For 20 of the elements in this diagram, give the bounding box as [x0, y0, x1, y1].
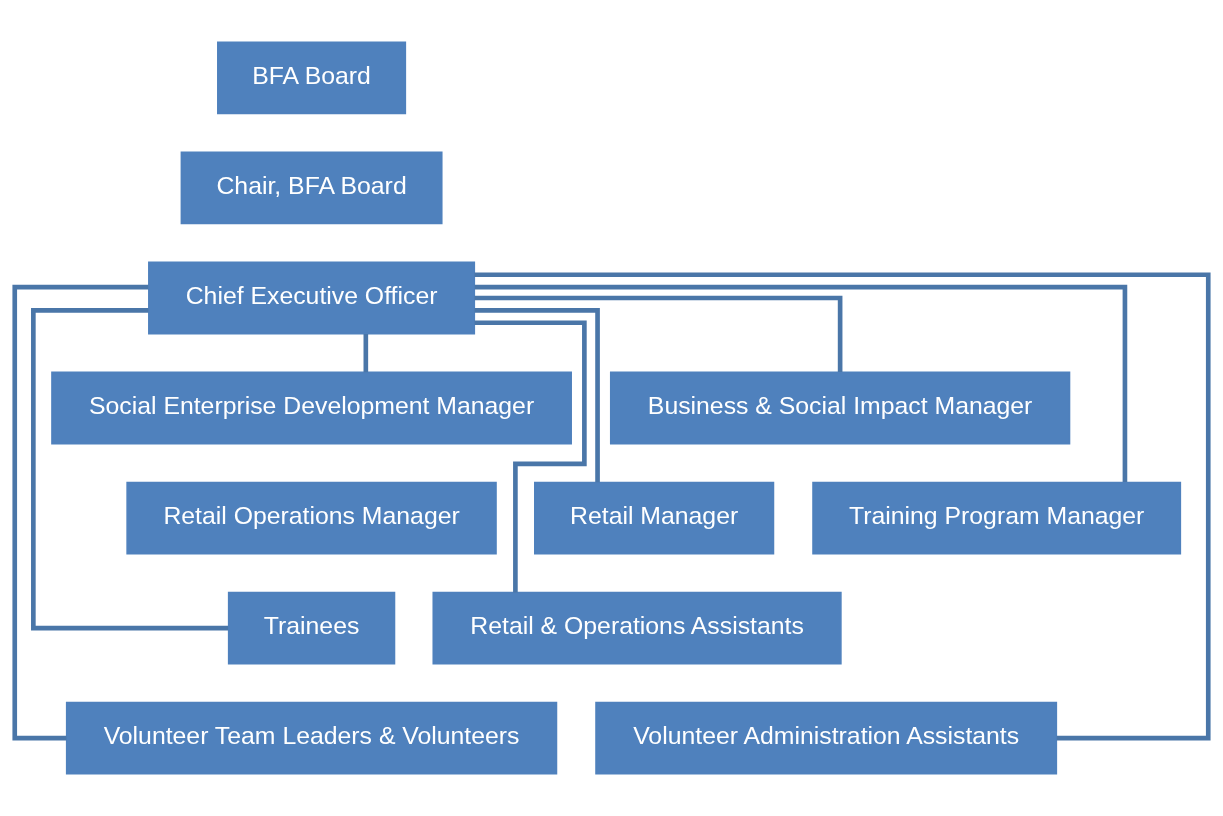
node-box: Social Enterprise Development Manager	[51, 371, 572, 445]
connector	[363, 334, 369, 373]
connector	[474, 272, 1211, 741]
node-box: Training Program Manager	[812, 481, 1182, 555]
connector	[474, 284, 1128, 482]
node-box: Retail Operations Manager	[126, 481, 497, 555]
node-box: Retail & Operations Assistants	[432, 591, 842, 665]
connector	[474, 308, 600, 483]
node-box: Trainees	[227, 591, 396, 665]
node-box: Volunteer Team Leaders & Volunteers	[65, 701, 558, 775]
connector	[474, 320, 587, 593]
node-box: Retail Manager	[534, 481, 775, 555]
connector	[31, 308, 229, 631]
node-box: Chief Executive Officer	[148, 261, 476, 335]
node-box: Business & Social Impact Manager	[609, 371, 1071, 445]
node-box: Volunteer Administration Assistants	[595, 701, 1058, 775]
connector	[474, 295, 843, 372]
connector	[12, 284, 149, 741]
node-box: Chair, BFA Board	[180, 151, 443, 225]
node-box: BFA Board	[217, 41, 407, 115]
